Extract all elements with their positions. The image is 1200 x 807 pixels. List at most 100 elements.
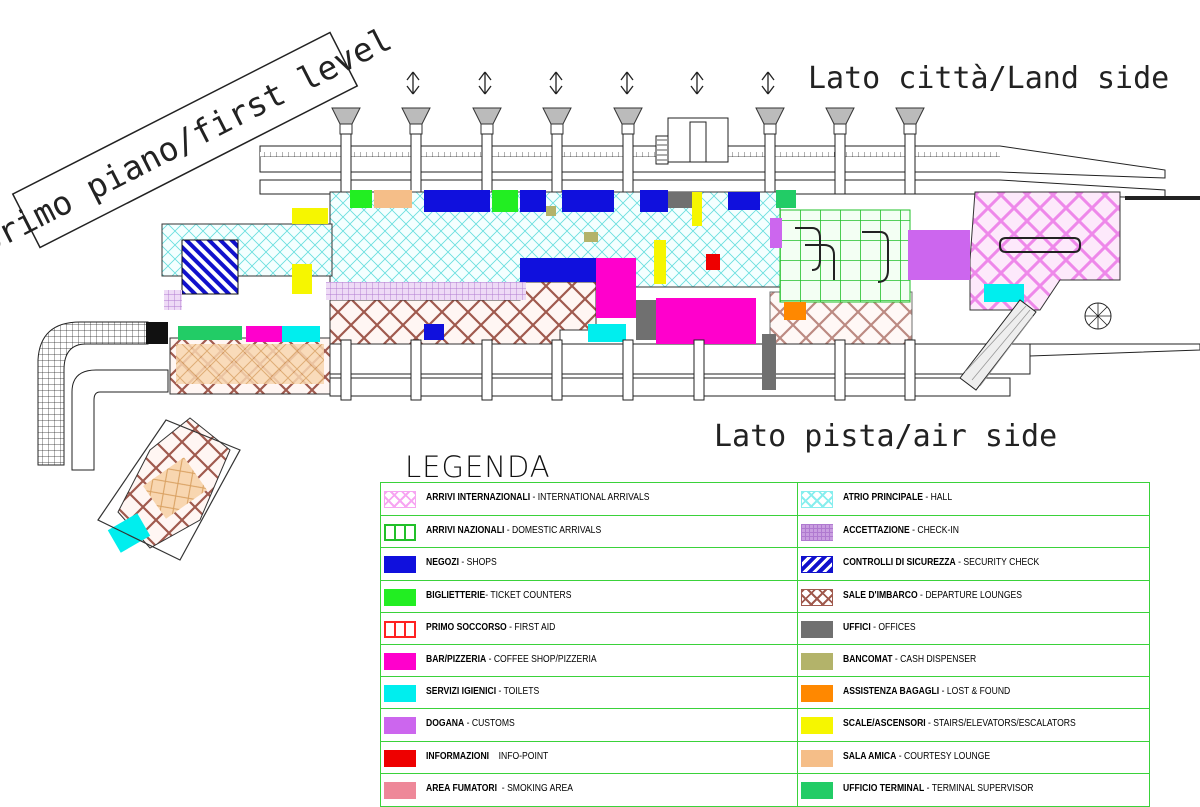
legend-row-stairs: SCALE/ASCENSORI - STAIRS/ELEVATORS/ESCAL… xyxy=(798,708,1149,740)
central-elevator xyxy=(655,117,729,165)
legend-row-customs: DOGANA - CUSTOMS xyxy=(381,708,797,740)
legend-swatch-lost-found xyxy=(801,685,833,703)
legend-label-bold: DOGANA xyxy=(426,718,465,730)
legend-label: BAR/PIZZERIA - COFFEE SHOP/PIZZERIA xyxy=(426,654,597,665)
legend-swatch-terminal xyxy=(801,781,833,799)
toilet-areas xyxy=(107,284,1024,553)
office-areas xyxy=(636,192,776,390)
legend-label-bold: AREA FUMATORI xyxy=(426,782,498,794)
legend-row-bar: BAR/PIZZERIA - COFFEE SHOP/PIZZERIA xyxy=(381,644,797,676)
legend-swatch-lounge xyxy=(801,588,833,606)
shops-areas xyxy=(424,190,760,340)
courtesy-lounge-satellite xyxy=(143,457,207,519)
legend-label: SALA AMICA - COURTESY LOUNGE xyxy=(843,751,990,762)
legend-label-text: - TICKET COUNTERS xyxy=(485,589,572,601)
legend-label: ARRIVI NAZIONALI - DOMESTIC ARRIVALS xyxy=(426,525,601,536)
legend-divider xyxy=(797,483,798,806)
legend-label-bold: ARRIVI INTERNAZIONALI xyxy=(426,492,531,503)
legend-label-bold: NEGOZI xyxy=(426,557,459,569)
legend-label-text: - STAIRS/ELEVATORS/ESCALATORS xyxy=(925,718,1076,730)
legend-row-lounge: SALE D'IMBARCO - DEPARTURE LOUNGES xyxy=(798,579,1149,612)
legend-label-bold: SALE D'IMBARCO xyxy=(843,589,918,601)
legend-label-text: - COURTESY LOUNGE xyxy=(896,750,991,762)
legend-swatch-domestic-arrivals xyxy=(384,524,416,542)
legend-label-text: - SHOPS xyxy=(458,557,497,569)
ventilation-fan xyxy=(1084,302,1112,330)
legend-label-bold: ARRIVI NAZIONALI xyxy=(426,525,505,537)
stairs-elevators xyxy=(292,192,702,294)
legend-label: BANCOMAT - CASH DISPENSER xyxy=(843,654,976,665)
legend-swatch-shops xyxy=(384,556,416,574)
legend-swatch-customs xyxy=(384,717,416,735)
legend-swatch-courtesy xyxy=(801,749,833,767)
atm-points xyxy=(546,206,598,242)
legend-label-text: - CASH DISPENSER xyxy=(892,654,977,665)
legend-swatch-smoking xyxy=(384,781,416,799)
legend-row-lost-found: ASSISTENZA BAGAGLI - LOST & FOUND xyxy=(798,676,1149,708)
legend-label-bold: BIGLIETTERIE xyxy=(426,589,486,601)
legend-swatch-first-aid xyxy=(384,620,416,638)
legend-label-bold: BANCOMAT xyxy=(843,654,893,665)
access-arrows xyxy=(406,71,775,95)
legend-title: LEGENDA xyxy=(405,450,551,484)
check-in-area-west xyxy=(164,290,182,310)
legend-label: INFORMAZIONI INFO-POINT xyxy=(426,751,548,762)
legend-label-bold: ATRIO PRINCIPALE xyxy=(843,492,923,503)
legend-label-text: - TOILETS xyxy=(496,686,540,698)
legend-label-bold: INFORMAZIONI xyxy=(426,750,490,762)
lost-found-desk xyxy=(784,302,806,320)
legend-label: ACCETTAZIONE - CHECK-IN xyxy=(843,525,959,536)
legend-row-info: INFORMAZIONI INFO-POINT xyxy=(381,740,797,773)
info-point xyxy=(706,254,720,270)
legend-swatch-intl-arrivals xyxy=(384,491,416,508)
courtesy-lounge xyxy=(176,344,324,384)
legend-label: SALE D'IMBARCO - DEPARTURE LOUNGES xyxy=(843,590,1022,601)
canopy-funnels xyxy=(331,107,925,135)
legend-label-text: - DOMESTIC ARRIVALS xyxy=(504,525,602,537)
legend-label: DOGANA - CUSTOMS xyxy=(426,718,515,729)
legend-label-text: - LOST & FOUND xyxy=(939,686,1011,698)
legend-row-hall: ATRIO PRINCIPALE - HALL xyxy=(798,483,1149,515)
legend-table: ARRIVI INTERNAZIONALI - INTERNATIONAL AR… xyxy=(380,482,1150,807)
legend-label-text: - COFFEE SHOP/PIZZERIA xyxy=(486,654,597,665)
courtesy-desk xyxy=(374,190,412,208)
legend-row-smoking: AREA FUMATORI - SMOKING AREA xyxy=(381,772,797,805)
legend-label-text: - CUSTOMS xyxy=(464,718,515,730)
legend-row-security: CONTROLLI DI SICUREZZA - SECURITY CHECK xyxy=(798,547,1149,579)
ticket-counter-areas xyxy=(350,190,518,212)
legend-swatch-bar xyxy=(384,653,416,670)
legend-swatch-checkin xyxy=(801,524,833,542)
legend-row-intl-arrivals: ARRIVI INTERNAZIONALI - INTERNATIONAL AR… xyxy=(381,483,797,515)
legend-label-bold: ASSISTENZA BAGAGLI xyxy=(843,686,940,698)
legend-label-text: - CHECK-IN xyxy=(909,525,959,537)
legend-label: PRIMO SOCCORSO - FIRST AID xyxy=(426,622,555,633)
legend-label: CONTROLLI DI SICUREZZA - SECURITY CHECK xyxy=(843,557,1039,568)
legend-swatch-hall xyxy=(801,491,833,508)
legend-row-toilets: SERVIZI IGIENICI - TOILETS xyxy=(381,676,797,708)
satellite-building xyxy=(97,419,241,561)
air-side-label: Lato pista/air side xyxy=(714,419,1057,454)
legend-row-offices: UFFICI - OFFICES xyxy=(798,611,1149,644)
legend-row-first-aid: PRIMO SOCCORSO - FIRST AID xyxy=(381,611,797,644)
legend-label-bold: SERVIZI IGIENICI xyxy=(426,686,497,698)
bar-pizzeria-areas xyxy=(246,258,756,344)
legend-label-bold: BAR/PIZZERIA xyxy=(426,654,487,665)
legend-label-text: - OFFICES xyxy=(870,621,916,633)
land-side-label: Lato città/Land side xyxy=(808,61,1169,96)
legend-label-text: - SECURITY CHECK xyxy=(955,557,1040,569)
legend-swatch-toilets xyxy=(384,685,416,703)
legend-row-atm: BANCOMAT - CASH DISPENSER xyxy=(798,644,1149,676)
legend-label-text: - INTERNATIONAL ARRIVALS xyxy=(530,492,650,503)
legend-label-bold: UFFICIO TERMINAL xyxy=(843,782,925,794)
legend-label-text: - DEPARTURE LOUNGES xyxy=(917,589,1023,601)
customs-areas xyxy=(770,218,970,280)
legend-label-bold: PRIMO SOCCORSO xyxy=(426,621,507,633)
legend-swatch-stairs xyxy=(801,717,833,735)
legend-row-terminal: UFFICIO TERMINAL - TERMINAL SUPERVISOR xyxy=(798,772,1149,805)
legend-label: UFFICI - OFFICES xyxy=(843,622,916,633)
legend-label-bold: SALA AMICA xyxy=(843,750,897,762)
airside-stair xyxy=(959,299,1037,391)
legend-row-domestic-arrivals: ARRIVI NAZIONALI - DOMESTIC ARRIVALS xyxy=(381,515,797,547)
legend-label: ATRIO PRINCIPALE - HALL xyxy=(843,492,952,503)
legend-label: NEGOZI - SHOPS xyxy=(426,557,497,568)
